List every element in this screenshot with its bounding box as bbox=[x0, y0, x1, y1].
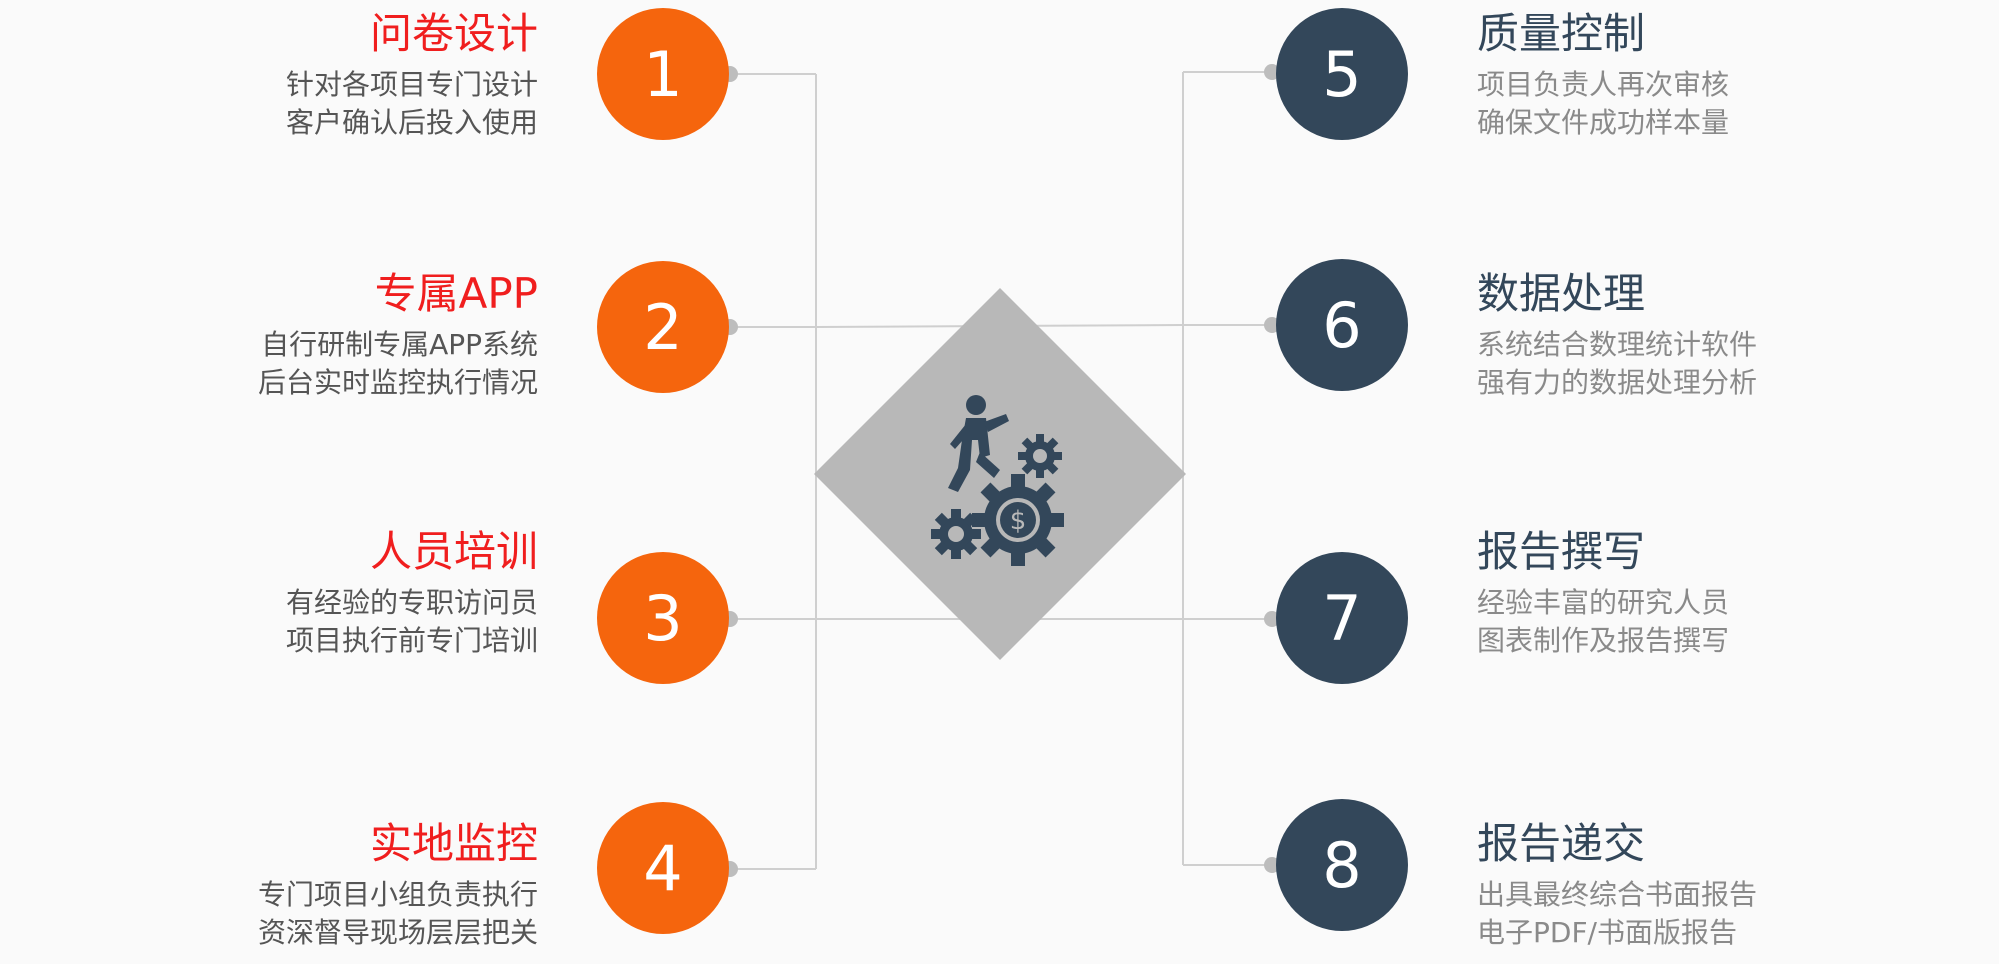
step-4-title: 实地监控 bbox=[369, 819, 538, 868]
step-3-number: 3 bbox=[643, 581, 683, 655]
step-1-number-circle: 1 bbox=[597, 8, 729, 140]
step-5-text: 质量控制 项目负责人再次审核 确保文件成功样本量 bbox=[1477, 8, 1837, 142]
step-3-number-circle: 3 bbox=[597, 552, 729, 684]
step-4-number: 4 bbox=[643, 831, 683, 905]
step-6-title: 数据处理 bbox=[1477, 269, 1646, 318]
step-8-number-circle: 8 bbox=[1276, 799, 1408, 931]
step-4-text: 实地监控 专门项目小组负责执行 资深督导现场层层把关 bbox=[178, 818, 538, 952]
step-3-title: 人员培训 bbox=[369, 527, 538, 576]
step-3-line-1: 有经验的专职访问员 bbox=[285, 586, 538, 619]
step-5-number: 5 bbox=[1322, 37, 1362, 111]
businessman-climbing-gears-dollar-icon: $ bbox=[931, 395, 1064, 566]
step-6-line-2: 强有力的数据处理分析 bbox=[1477, 366, 1758, 399]
step-7-number-circle: 7 bbox=[1276, 552, 1408, 684]
step-1-number: 1 bbox=[643, 37, 683, 111]
step-8-number: 8 bbox=[1322, 828, 1362, 902]
step-3-line-2: 项目执行前专门培训 bbox=[285, 624, 538, 657]
step-7-title: 报告撰写 bbox=[1477, 527, 1646, 576]
step-2-number-circle: 2 bbox=[597, 261, 729, 393]
step-7-number: 7 bbox=[1322, 581, 1362, 655]
step-4-line-2: 资深督导现场层层把关 bbox=[257, 916, 538, 949]
step-7-text: 报告撰写 经验丰富的研究人员 图表制作及报告撰写 bbox=[1477, 526, 1837, 660]
step-4-line-1: 专门项目小组负责执行 bbox=[257, 878, 538, 911]
step-5-title: 质量控制 bbox=[1477, 9, 1646, 58]
step-2-line-1: 自行研制专属APP系统 bbox=[261, 328, 538, 361]
center-diamond bbox=[814, 288, 1186, 660]
step-2-text: 专属APP 自行研制专属APP系统 后台实时监控执行情况 bbox=[178, 268, 538, 402]
step-8-line-1: 出具最终综合书面报告 bbox=[1477, 878, 1758, 911]
step-5-line-2: 确保文件成功样本量 bbox=[1477, 106, 1730, 139]
step-1-line-2: 客户确认后投入使用 bbox=[285, 106, 538, 139]
step-2-title: 专属APP bbox=[374, 269, 538, 318]
step-3-text: 人员培训 有经验的专职访问员 项目执行前专门培训 bbox=[178, 526, 538, 660]
step-5-number-circle: 5 bbox=[1276, 8, 1408, 140]
step-6-text: 数据处理 系统结合数理统计软件 强有力的数据处理分析 bbox=[1477, 268, 1837, 402]
step-2-number: 2 bbox=[643, 290, 683, 364]
step-5-line-1: 项目负责人再次审核 bbox=[1477, 68, 1730, 101]
step-6-number-circle: 6 bbox=[1276, 259, 1408, 391]
step-8-line-2: 电子PDF/书面版报告 bbox=[1477, 916, 1737, 949]
step-6-number: 6 bbox=[1322, 288, 1362, 362]
step-4-number-circle: 4 bbox=[597, 802, 729, 934]
step-2-line-2: 后台实时监控执行情况 bbox=[257, 366, 538, 399]
step-6-line-1: 系统结合数理统计软件 bbox=[1477, 328, 1758, 361]
step-8-text: 报告递交 出具最终综合书面报告 电子PDF/书面版报告 bbox=[1477, 818, 1837, 952]
step-1-line-1: 针对各项目专门设计 bbox=[285, 68, 538, 101]
step-7-line-1: 经验丰富的研究人员 bbox=[1477, 586, 1730, 619]
svg-text:$: $ bbox=[1010, 506, 1027, 536]
step-1-text: 问卷设计 针对各项目专门设计 客户确认后投入使用 bbox=[178, 8, 538, 142]
step-1-title: 问卷设计 bbox=[369, 9, 538, 58]
step-8-title: 报告递交 bbox=[1477, 819, 1646, 868]
step-7-line-2: 图表制作及报告撰写 bbox=[1477, 624, 1730, 657]
